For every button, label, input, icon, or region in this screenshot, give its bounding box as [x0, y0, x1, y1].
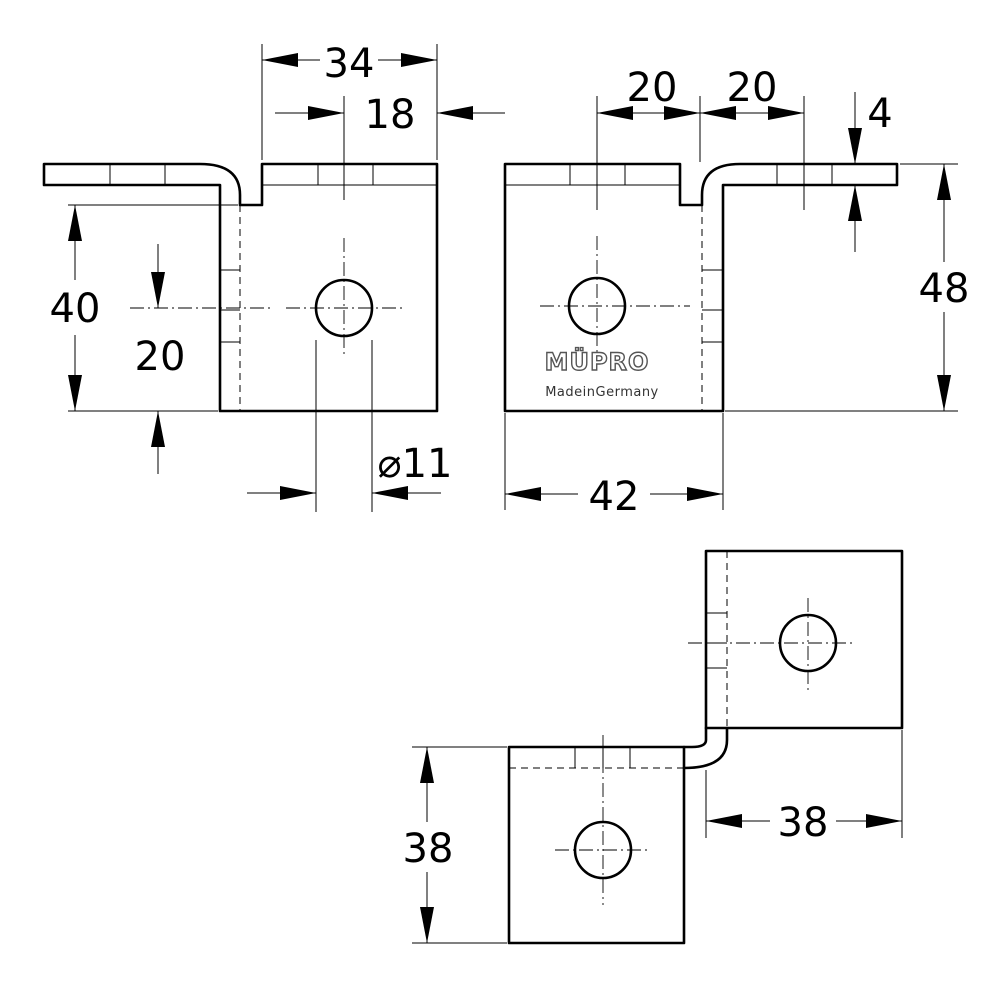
view-top-bracket — [507, 549, 904, 945]
dim-18: 18 — [275, 92, 505, 200]
dim-38-horizontal-label: 38 — [778, 800, 829, 846]
dim-20-vertical-label: 20 — [135, 334, 186, 380]
top-view-bend — [682, 726, 729, 770]
dim-18-label: 18 — [365, 92, 416, 138]
dim-20-top-right: 20 — [700, 65, 805, 210]
dim-34: 34 — [261, 41, 438, 160]
top-view-lower-plate — [507, 745, 686, 945]
left-bracket-outline — [42, 162, 439, 413]
dim-20-top-right-label: 20 — [727, 65, 778, 111]
right-bracket-outline — [503, 162, 899, 413]
dim-20-top-left: 20 — [596, 65, 701, 210]
dim-34-label: 34 — [324, 41, 375, 87]
dim-38-vertical: 38 — [403, 746, 507, 944]
view-left-bracket — [42, 162, 439, 413]
dim-20-top-left-label: 20 — [627, 65, 678, 111]
dim-11-label: ⌀11 — [378, 441, 453, 487]
dim-42: 42 — [504, 413, 724, 520]
dim-4: 4 — [848, 91, 893, 252]
dim-42-label: 42 — [589, 474, 640, 520]
dim-11: ⌀11 — [247, 340, 452, 512]
top-view-upper-plate — [704, 549, 904, 730]
dim-38-vertical-label: 38 — [403, 826, 454, 872]
made-in-germany-text: MadeinGermany — [545, 385, 659, 400]
dim-48-label: 48 — [919, 266, 970, 312]
dim-48: 48 — [725, 163, 970, 412]
dim-38-horizontal: 38 — [705, 730, 903, 846]
dim-4-label: 4 — [867, 91, 892, 137]
dim-20-vertical: 20 — [135, 244, 186, 474]
dim-40-label: 40 — [50, 286, 101, 332]
dim-40: 40 — [50, 204, 238, 412]
mupro-logo: MÜPRO — [545, 346, 650, 376]
view-right-bracket: MÜPRO MadeinGermany — [503, 162, 899, 413]
